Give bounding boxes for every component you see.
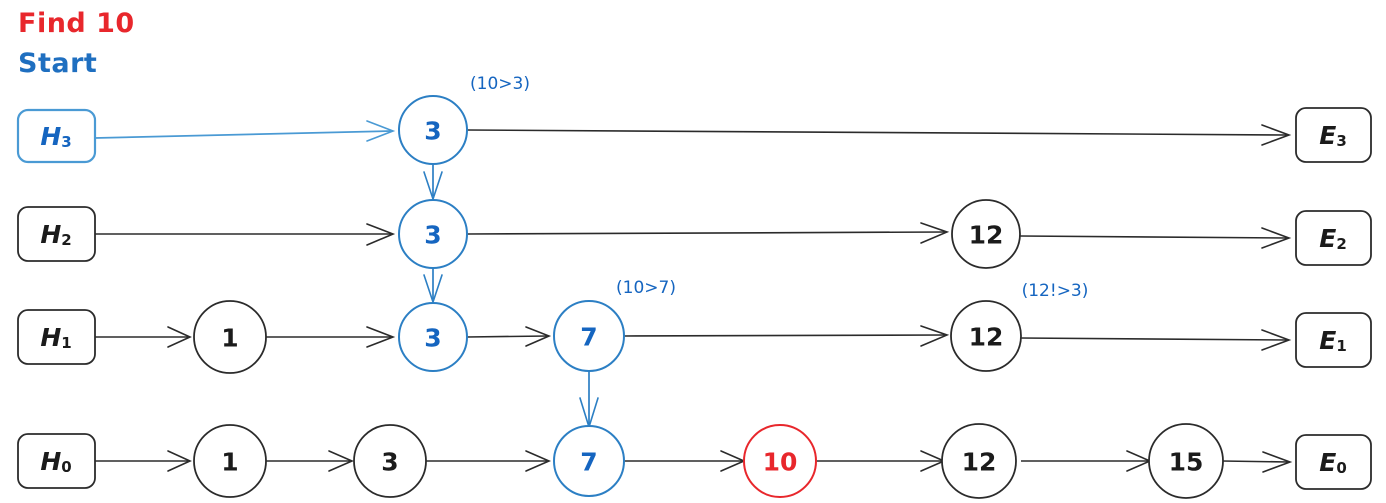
node-l1-12[interactable]: 12 [950, 300, 1022, 372]
node-e0-label: E [1319, 448, 1336, 477]
node-h1-label: H [40, 323, 61, 352]
node-h3-label: H [40, 122, 61, 151]
node-h1[interactable]: H1 [17, 309, 96, 365]
svg-text:E1: E1 [1319, 326, 1347, 356]
node-l1-1[interactable]: 1 [193, 300, 267, 374]
annotation-10-gt-3: (10>3) [470, 74, 530, 94]
arrowhead-3-to-7-l0 [525, 450, 552, 472]
arrowhead-h3-to-3 [366, 120, 396, 142]
node-h1-sub: 1 [61, 334, 71, 352]
arrowhead-12-to-e2 [1261, 227, 1292, 249]
edge-7-to-12-l1 [623, 334, 947, 337]
node-l2-3[interactable]: 3 [398, 199, 468, 269]
node-e1-sub: 1 [1336, 337, 1346, 355]
svg-text:E3: E3 [1319, 121, 1347, 151]
node-l1-7[interactable]: 7 [553, 300, 625, 372]
edge-3-to-e3 [466, 129, 1289, 136]
node-l0-1[interactable]: 1 [193, 424, 267, 498]
svg-text:H2: H2 [40, 220, 71, 250]
node-l2-3-label: 3 [424, 221, 441, 250]
arrowhead-7-to-12-l1 [920, 325, 950, 347]
node-e0-sub: 0 [1336, 459, 1346, 477]
arrowhead-1-to-3-l1 [366, 326, 396, 348]
node-l1-7-label: 7 [580, 323, 597, 352]
node-l0-10[interactable]: 10 [743, 424, 817, 498]
node-l1-3[interactable]: 3 [398, 302, 468, 372]
node-l1-12-label: 12 [969, 323, 1004, 352]
node-l0-15-label: 15 [1169, 448, 1204, 477]
node-e2-sub: 2 [1336, 235, 1346, 253]
start-label: Start [18, 48, 98, 79]
arrowhead-h1-to-1 [167, 326, 192, 348]
node-e3-sub: 3 [1336, 132, 1346, 150]
edge-3-to-12-l2 [466, 231, 947, 235]
annotation-12-not-gt-3: (12!>3) [1022, 281, 1089, 301]
arrowhead-15-to-e0 [1262, 451, 1293, 473]
svg-text:H1: H1 [40, 323, 71, 353]
node-l2-12[interactable]: 12 [951, 199, 1021, 269]
node-l0-3-label: 3 [381, 448, 398, 477]
arrowhead-3-to-7-l1 [525, 326, 552, 347]
edge-12-to-e2 [1019, 235, 1289, 239]
node-h0[interactable]: H0 [17, 433, 96, 489]
edge-3-to-7-l1 [466, 335, 549, 338]
node-l0-10-label: 10 [763, 448, 798, 477]
node-h0-sub: 0 [61, 458, 71, 476]
svg-text:E2: E2 [1319, 224, 1347, 254]
node-e1-label: E [1319, 326, 1336, 355]
edge-12-to-e1 [1019, 337, 1289, 341]
node-h0-label: H [40, 447, 61, 476]
node-e2-label: E [1319, 224, 1336, 253]
node-e2[interactable]: E2 [1295, 210, 1372, 266]
arrowhead-3-to-12-l2 [920, 222, 950, 244]
page-title: Find 10 [18, 8, 135, 39]
edge-15-to-e0 [1221, 460, 1289, 463]
node-l1-3-label: 3 [424, 324, 441, 353]
svg-text:E0: E0 [1319, 448, 1347, 478]
annotation-10-gt-7: (10>7) [616, 278, 676, 298]
node-e3[interactable]: E3 [1295, 107, 1372, 163]
node-l0-7[interactable]: 7 [553, 425, 625, 497]
svg-text:H0: H0 [40, 447, 71, 477]
arrowhead-h0-to-1 [167, 450, 192, 472]
arrowhead-3-to-e3 [1261, 124, 1292, 146]
node-l0-3[interactable]: 3 [353, 424, 427, 498]
node-h2-label: H [40, 220, 61, 249]
arrowhead-12-to-e1 [1261, 329, 1292, 351]
node-e3-label: E [1319, 121, 1336, 150]
arrowhead-h2-to-3 [366, 223, 396, 246]
node-l2-12-label: 12 [969, 221, 1004, 250]
arrowhead-1-to-3-l0 [328, 450, 355, 472]
svg-text:H3: H3 [40, 122, 71, 152]
node-l3-3-label: 3 [424, 117, 441, 146]
node-l0-7-label: 7 [580, 448, 597, 477]
node-e1[interactable]: E1 [1295, 312, 1372, 368]
node-e0[interactable]: E0 [1295, 434, 1372, 490]
node-h2[interactable]: H2 [17, 206, 96, 262]
node-h3[interactable]: H3 [16, 108, 97, 164]
edge-h3-to-3 [94, 130, 393, 139]
node-l3-3[interactable]: 3 [398, 95, 468, 165]
node-l0-12[interactable]: 12 [941, 423, 1017, 499]
node-h2-sub: 2 [61, 231, 71, 249]
node-l0-12-label: 12 [962, 448, 997, 477]
node-l0-15[interactable]: 15 [1148, 423, 1224, 499]
node-h3-sub: 3 [61, 133, 71, 151]
node-l0-1-label: 1 [221, 448, 238, 477]
node-l1-1-label: 1 [221, 324, 238, 353]
